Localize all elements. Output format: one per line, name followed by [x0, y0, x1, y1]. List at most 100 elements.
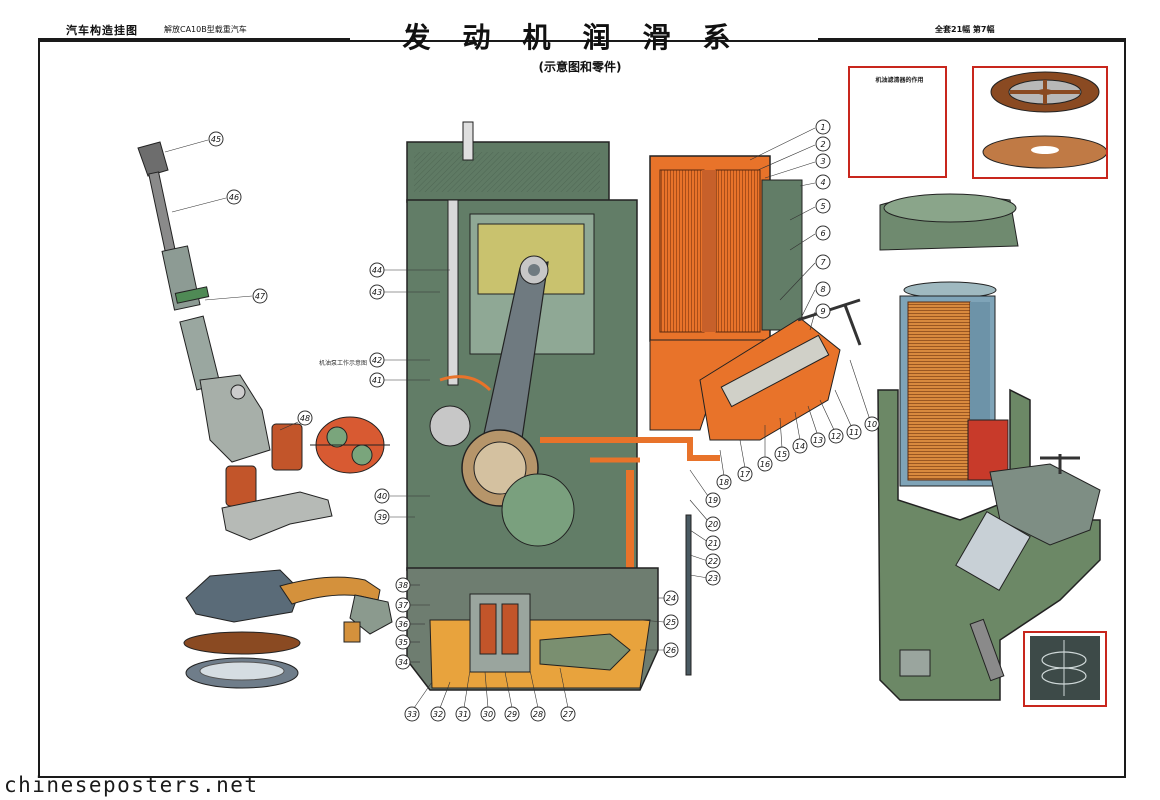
note-title: 机油滤清器的作用: [875, 77, 924, 84]
svg-text:14: 14: [795, 442, 805, 451]
svg-text:33: 33: [407, 710, 417, 719]
svg-text:31: 31: [458, 710, 468, 719]
callout-17: 17: [737, 439, 753, 482]
svg-text:12: 12: [831, 432, 841, 441]
svg-text:42: 42: [372, 356, 382, 365]
callout-24: 24: [658, 590, 679, 606]
callout-43: 43: [369, 284, 440, 300]
svg-text:46: 46: [229, 193, 239, 202]
svg-text:37: 37: [398, 601, 409, 610]
svg-text:35: 35: [398, 638, 408, 647]
svg-text:34: 34: [398, 658, 408, 667]
inset-valve: [1023, 631, 1107, 707]
callout-4: 4: [799, 174, 831, 190]
callout-12: 12: [819, 399, 844, 444]
svg-text:6: 6: [820, 229, 825, 238]
callout-40: 40: [374, 488, 430, 504]
svg-text:39: 39: [377, 513, 387, 522]
svg-text:38: 38: [398, 581, 408, 590]
svg-text:2: 2: [820, 140, 825, 149]
svg-text:27: 27: [563, 710, 574, 719]
svg-text:28: 28: [533, 710, 543, 719]
callout-19: 19: [689, 469, 721, 508]
oil-strainer: [183, 569, 393, 689]
svg-text:20: 20: [708, 520, 718, 529]
svg-text:3: 3: [820, 157, 825, 166]
series-subtitle: 解放CA10B型载重汽车: [164, 25, 247, 34]
callout-3: 3: [764, 153, 831, 179]
svg-text:16: 16: [760, 460, 770, 469]
callout-38: 38: [395, 577, 420, 593]
svg-text:26: 26: [666, 646, 676, 655]
page-title: 发动机润滑系: [402, 21, 763, 54]
callout-28: 28: [529, 669, 546, 722]
callout-39: 39: [374, 509, 415, 525]
callout-47: 47: [204, 288, 268, 304]
callouts: 1 2 3 4 5 6 7 8 9 10 11 12 13 14 15 16 1…: [164, 119, 880, 722]
callout-21: 21: [689, 529, 721, 551]
callout-25: 25: [639, 614, 679, 630]
svg-text:9: 9: [820, 307, 825, 316]
top-rule-right: [818, 38, 1126, 41]
inset-box: [972, 66, 1108, 179]
callout-6: 6: [789, 225, 831, 251]
callout-33: 33: [404, 681, 433, 722]
watermark: chineseposters.net: [4, 773, 259, 797]
callout-34: 34: [395, 654, 420, 670]
svg-text:19: 19: [708, 496, 718, 505]
callout-30: 30: [480, 671, 496, 722]
callout-23: 23: [689, 570, 721, 586]
svg-text:43: 43: [372, 288, 382, 297]
callout-42: 42: [369, 352, 430, 368]
callout-36: 36: [395, 616, 425, 632]
callout-8: 8: [799, 281, 831, 321]
callout-27: 27: [559, 667, 576, 722]
callout-16: 16: [757, 425, 773, 472]
callout-31: 31: [455, 669, 471, 722]
svg-text:15: 15: [777, 450, 787, 459]
poster-frame: [38, 40, 1126, 778]
svg-text:45: 45: [211, 135, 221, 144]
callout-11: 11: [834, 389, 862, 440]
svg-text:36: 36: [398, 620, 408, 629]
pump-drive-shaft: [137, 141, 271, 463]
callout-5: 5: [789, 198, 831, 221]
callout-46: 46: [171, 189, 242, 213]
callout-7: 7: [779, 254, 831, 301]
pump-schematic: [310, 416, 390, 474]
callout-44: 44: [369, 262, 450, 278]
callout-29: 29: [504, 671, 520, 722]
svg-text:30: 30: [483, 710, 493, 719]
callout-9: 9: [809, 303, 831, 331]
fine-filter: [877, 193, 1101, 701]
callout-32: 32: [430, 681, 451, 722]
note-box: 机油滤清器的作用: [848, 66, 947, 178]
svg-text:40: 40: [377, 492, 387, 501]
callout-20: 20: [689, 499, 721, 532]
svg-text:13: 13: [813, 436, 823, 445]
svg-text:23: 23: [708, 574, 718, 583]
plate-number: 全套21幅 第7幅: [935, 25, 995, 34]
svg-text:21: 21: [708, 539, 718, 548]
svg-text:41: 41: [372, 376, 382, 385]
series-title: 汽车构造挂图: [66, 24, 138, 37]
callout-10: 10: [849, 359, 880, 432]
svg-text:32: 32: [433, 710, 443, 719]
callout-1: 1: [749, 119, 831, 161]
pump-gears: [221, 423, 333, 541]
callout-15: 15: [774, 417, 790, 462]
engine-cross-section: [406, 121, 720, 691]
svg-text:24: 24: [666, 594, 676, 603]
pump-schematic-label: 机油泵工作示意图: [318, 360, 367, 367]
callout-18: 18: [716, 449, 732, 490]
svg-text:48: 48: [300, 414, 310, 423]
svg-text:22: 22: [708, 557, 718, 566]
page-subtitle: (示意图和零件): [538, 60, 622, 74]
svg-text:47: 47: [255, 292, 266, 301]
callout-48: 48: [279, 410, 313, 431]
svg-text:29: 29: [507, 710, 517, 719]
svg-text:44: 44: [372, 266, 382, 275]
callout-45: 45: [164, 131, 224, 153]
svg-text:17: 17: [740, 470, 751, 479]
